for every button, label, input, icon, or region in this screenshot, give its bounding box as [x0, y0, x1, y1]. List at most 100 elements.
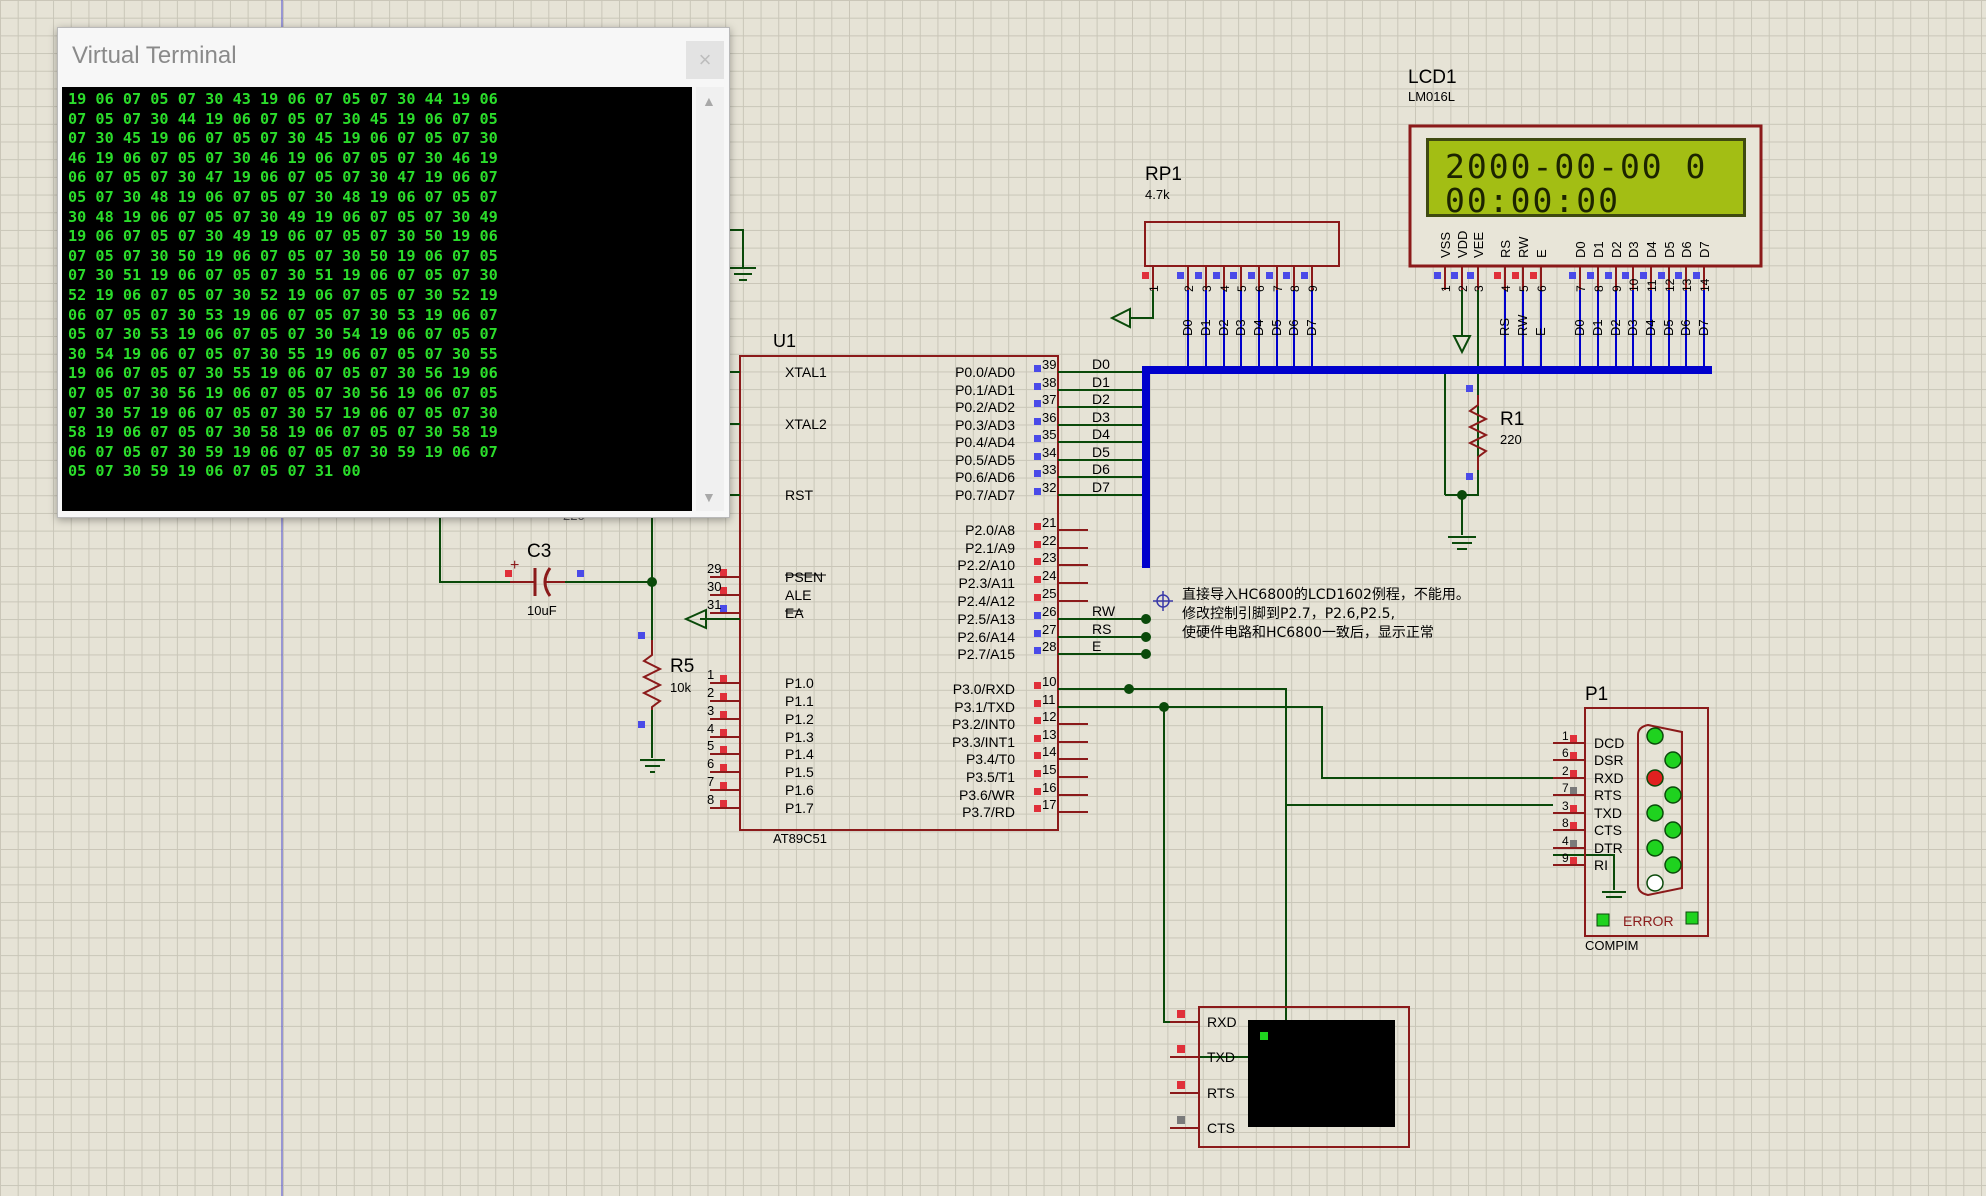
- lcd-pin-num: 6: [1535, 285, 1549, 292]
- scrollbar[interactable]: ▲ ▼: [696, 87, 724, 511]
- u1-pin-num: 7: [707, 774, 714, 789]
- rp1-ref: RP1: [1145, 164, 1182, 185]
- r5-resistor[interactable]: R5 10k: [638, 632, 694, 728]
- u1-microcontroller[interactable]: U1 AT89C51 19XTAL118XTAL29RST29PSEN30ALE…: [698, 331, 1116, 846]
- p1-pin-marker: [1570, 735, 1577, 742]
- u1-pin-name: P1.2: [785, 711, 814, 727]
- u1-pin-name: P1.0: [785, 675, 814, 691]
- u1-pin-num: 38: [1042, 375, 1056, 390]
- lcd-pin-name: VEE: [1471, 232, 1486, 258]
- net-label: D4: [1643, 319, 1658, 336]
- u1-pin-name: P0.7/AD7: [955, 487, 1015, 503]
- u1-pin-num: 2: [707, 685, 714, 700]
- terminal-line: 06 07 05 07 30 47 19 06 07 05 07 30 47 1…: [68, 168, 498, 187]
- c3-capacitor[interactable]: + C3 10uF: [505, 541, 584, 618]
- terminal-line: 19 06 07 05 07 30 55 19 06 07 05 07 30 5…: [68, 364, 498, 383]
- lcd-pin-marker: [1605, 272, 1612, 279]
- scroll-up-icon[interactable]: ▲: [702, 93, 716, 109]
- rp1-arrow-icon: [1109, 307, 1131, 329]
- u1-pin-marker: [1034, 383, 1041, 390]
- lcd-pin-marker: [1434, 272, 1441, 279]
- lcd-pin-marker: [1451, 272, 1458, 279]
- vterm-pin-marker: [1177, 1081, 1185, 1089]
- u1-pin-name: RST: [785, 487, 813, 503]
- bus-taps: [1187, 290, 1705, 370]
- p1-model: COMPIM: [1585, 938, 1638, 953]
- u1-pin-num: 31: [707, 597, 721, 612]
- lcd-pin-marker: [1658, 272, 1665, 279]
- vterm-pin-marker: [1177, 1010, 1185, 1018]
- error-label: ERROR: [1623, 913, 1674, 929]
- u1-pin-marker: [1034, 435, 1041, 442]
- u1-pin-num: 3: [707, 703, 714, 718]
- net-label: D6: [1092, 461, 1110, 477]
- rp1-pin-marker: [1142, 272, 1149, 279]
- virtual-terminal-window[interactable]: Virtual Terminal × 19 06 07 05 07 30 43 …: [57, 27, 730, 518]
- lcd-pin-name: RS: [1498, 240, 1513, 258]
- p1-pin-num: 6: [1562, 746, 1569, 760]
- u1-pin-marker: [1034, 735, 1041, 742]
- vterm-pin-marker: [1177, 1116, 1185, 1124]
- rp1-pin-num: 7: [1271, 285, 1285, 292]
- u1-pin-marker: [1034, 717, 1041, 724]
- u1-pin-num: 10: [1042, 674, 1056, 689]
- lcd-model: LM016L: [1408, 89, 1455, 104]
- u1-pin-name: P3.6/WR: [959, 787, 1015, 803]
- terminal-line: 07 05 07 30 56 19 06 07 05 07 30 56 19 0…: [68, 383, 498, 402]
- p1-pin-num: 4: [1562, 834, 1569, 848]
- net-label: RW: [1515, 314, 1530, 336]
- u1-pin-name: P1.3: [785, 729, 814, 745]
- u1-pin-marker: [1034, 488, 1041, 495]
- junctions: [647, 490, 1467, 712]
- u1-pin-name: P0.6/AD6: [955, 469, 1015, 485]
- rp1-pin-marker: [1195, 272, 1202, 279]
- p1-pin-num: 3: [1562, 799, 1569, 813]
- u1-pin-marker: [720, 569, 727, 576]
- r1-resistor[interactable]: R1 220: [1466, 385, 1524, 480]
- u1-pin-marker: [1034, 682, 1041, 689]
- net-label: D3: [1233, 319, 1248, 336]
- p1-pin-marker: [1570, 770, 1577, 777]
- rp1-pin-marker: [1213, 272, 1220, 279]
- close-button[interactable]: ×: [686, 41, 724, 79]
- terminal-output[interactable]: 19 06 07 05 07 30 43 19 06 07 05 07 30 4…: [62, 87, 692, 511]
- terminal-line: 07 30 51 19 06 07 05 07 30 51 19 06 07 0…: [68, 266, 498, 285]
- u1-pin-name: XTAL2: [785, 416, 827, 432]
- rp1-pin-marker: [1177, 272, 1184, 279]
- u1-pin-marker: [720, 693, 727, 700]
- u1-pin-name: P1.4: [785, 746, 814, 762]
- u1-pin-name: EA: [785, 605, 804, 621]
- rp1-pin-marker: [1283, 272, 1290, 279]
- u1-pin-name: PSEN: [785, 569, 823, 585]
- vee-arrow-icon: [1452, 335, 1472, 355]
- lcd-pin-num: 2: [1456, 285, 1470, 292]
- vterm-pin-name: TXD: [1207, 1049, 1235, 1065]
- pin-status-led-icon: [1664, 856, 1682, 874]
- u1-pin-marker: [720, 605, 727, 612]
- lcd-pin-num: 11: [1645, 279, 1659, 292]
- lcd-pin-marker: [1693, 272, 1700, 279]
- lcd-pin-name: D6: [1679, 241, 1694, 258]
- u1-pin-name: P2.7/A15: [957, 646, 1015, 662]
- u1-pin-num: 5: [707, 738, 714, 753]
- p1-pin-name: RTS: [1594, 787, 1622, 803]
- error-led-left-icon: [1596, 913, 1610, 927]
- p1-pin-name: TXD: [1594, 805, 1622, 821]
- terminal-line: 06 07 05 07 30 53 19 06 07 05 07 30 53 1…: [68, 305, 498, 324]
- p1-pin-num: 7: [1562, 781, 1569, 795]
- u1-pin-marker: [720, 764, 727, 771]
- vterm-pin-name: RXD: [1207, 1014, 1237, 1030]
- r5-ref: R5: [670, 656, 694, 677]
- terminal-line: 07 30 57 19 06 07 05 07 30 57 19 06 07 0…: [68, 403, 498, 422]
- u1-pin-marker: [720, 587, 727, 594]
- lcd-pin-num: 12: [1663, 278, 1677, 292]
- rp1-pin-num: 9: [1306, 285, 1320, 292]
- scroll-down-icon[interactable]: ▼: [702, 489, 716, 505]
- lcd-pin-num: 8: [1592, 285, 1606, 292]
